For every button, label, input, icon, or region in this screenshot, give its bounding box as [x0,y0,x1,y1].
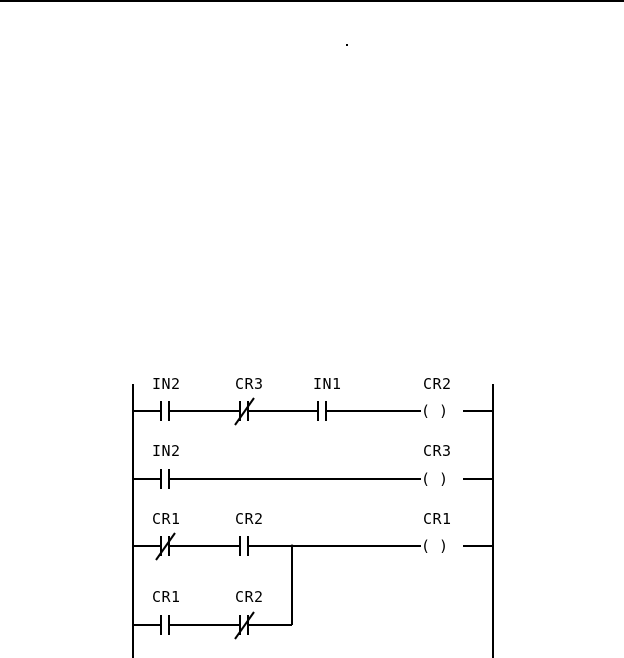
rung-1: IN2 CR3 IN1 CR2 ( ) [133,375,493,426]
contact-label: CR1 [152,510,181,528]
contact-label: CR2 [235,588,264,606]
contact-label: CR2 [235,510,264,528]
coil-label: CR3 [423,442,452,460]
normally-closed-contact [234,611,255,640]
normally-closed-contact [234,397,255,426]
coil-symbol: ( ) [421,402,448,420]
stray-dot [346,44,348,46]
contact-label: IN1 [313,375,342,393]
rung-2: IN2 CR3 ( ) [133,442,493,489]
normally-open-contact [160,615,170,635]
coil-symbol: ( ) [421,470,448,488]
normally-open-contact [239,536,249,556]
contact-label: IN2 [152,375,181,393]
contact-label: CR1 [152,588,181,606]
contact-label: IN2 [152,442,181,460]
rung-3: CR1 CR2 CR1 ( ) [133,510,493,625]
contact-label: CR3 [235,375,264,393]
coil-label: CR1 [423,510,452,528]
coil-label: CR2 [423,375,452,393]
normally-open-contact [317,401,327,421]
normally-open-contact [160,401,170,421]
rung-4-branch: CR1 CR2 [133,588,292,640]
coil-symbol: ( ) [421,537,448,555]
normally-closed-contact [155,532,176,561]
normally-open-contact [160,469,170,489]
top-rule [0,0,624,2]
